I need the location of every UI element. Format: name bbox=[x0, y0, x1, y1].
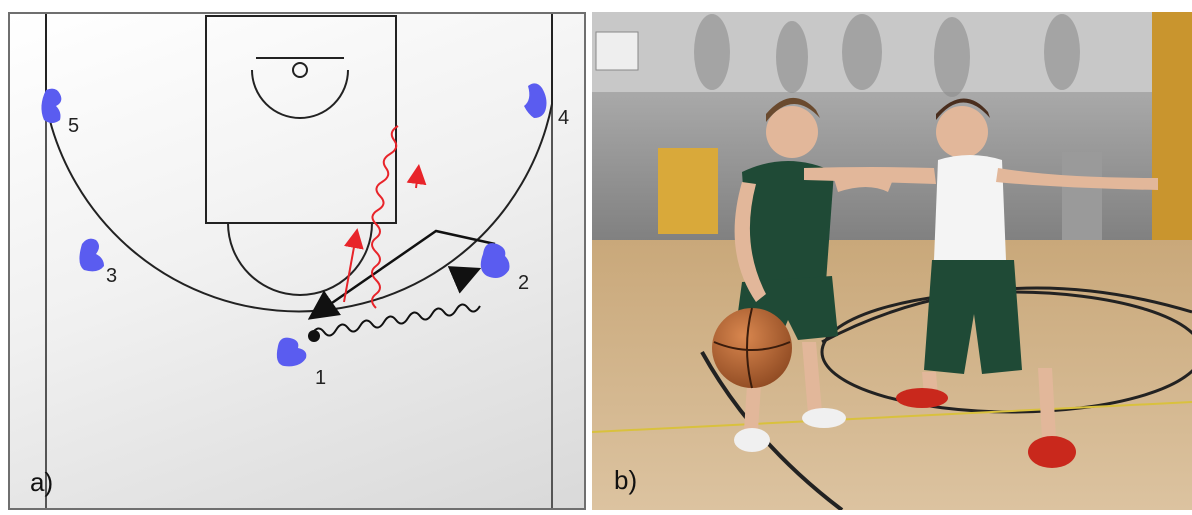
free-throw-circle bbox=[228, 223, 372, 295]
player-1-number: 1 bbox=[315, 367, 326, 389]
gym-photo bbox=[592, 12, 1192, 510]
half-court-diagram: 1 2 3 4 5 bbox=[10, 14, 584, 508]
player-5-number: 5 bbox=[68, 115, 79, 137]
panel-label-a: a) bbox=[30, 467, 53, 498]
player-3 bbox=[79, 239, 104, 272]
player-4-number: 4 bbox=[558, 107, 569, 129]
wood-floor bbox=[592, 240, 1192, 510]
player-2 bbox=[481, 243, 510, 278]
player-3-number: 3 bbox=[106, 265, 117, 287]
drive-path-red bbox=[372, 126, 398, 308]
player-1 bbox=[277, 338, 306, 367]
basketball bbox=[712, 308, 792, 388]
yellow-door bbox=[658, 148, 718, 234]
play-diagram-panel: 1 2 3 4 5 a) bbox=[8, 12, 586, 510]
dribble-arrowhead bbox=[458, 272, 472, 278]
paint-key bbox=[206, 16, 396, 223]
player-2-number: 2 bbox=[518, 272, 529, 294]
yellow-wall-panel bbox=[1152, 12, 1192, 242]
ball bbox=[308, 330, 320, 342]
grey-door bbox=[1062, 152, 1102, 242]
panel-label-b: b) bbox=[614, 465, 637, 496]
training-photo-panel: b) bbox=[592, 12, 1192, 510]
drive-arrowhead-red bbox=[416, 172, 418, 188]
player-5 bbox=[41, 89, 61, 123]
player-4 bbox=[524, 83, 547, 118]
backboard-photo bbox=[596, 32, 638, 70]
rim bbox=[293, 63, 307, 77]
